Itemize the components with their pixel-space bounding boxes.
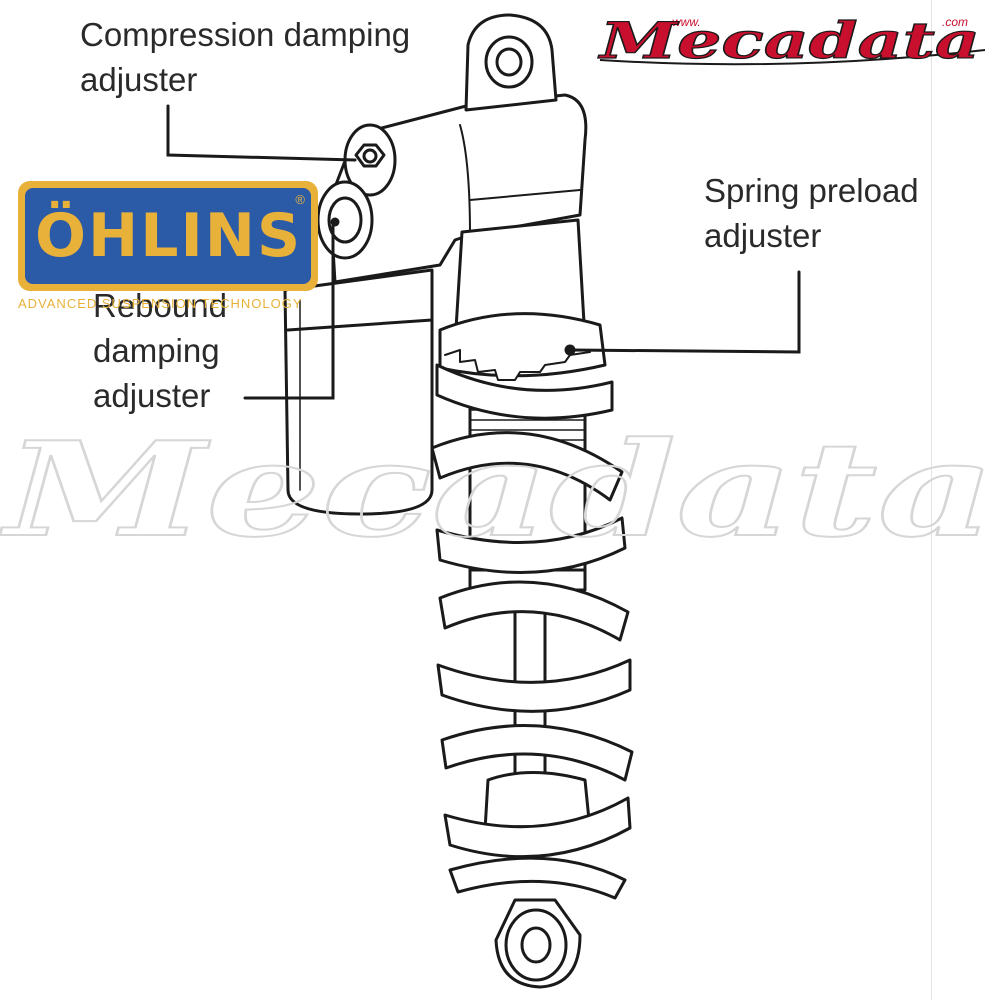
coil-spring <box>430 363 634 900</box>
registered-mark: ® <box>295 192 305 207</box>
rebound-adjuster-label: Rebound damping adjuster <box>93 283 227 418</box>
reservoir <box>283 268 434 516</box>
mecadata-suffix: .com <box>942 15 968 29</box>
spring-label-line-1: Spring preload <box>704 172 919 209</box>
bottom-eye <box>494 898 582 989</box>
mecadata-prefix: www. <box>672 15 701 29</box>
ohlins-wordmark: ÖHLINS <box>35 201 303 271</box>
spring-preload-label: Spring preload adjuster <box>704 168 919 258</box>
compression-adjuster-label: Compression damping adjuster <box>80 12 410 102</box>
compression-label-line-1: Compression damping <box>80 16 411 53</box>
mecadata-wordmark: Mecadata <box>597 11 980 70</box>
leader-spring-preload <box>570 270 801 354</box>
ohlins-logo: ÖHLINS ® ADVANCED SUSPENSION TECHNOLOGY <box>18 181 326 311</box>
ohlins-badge-inner: ÖHLINS ® <box>25 188 311 284</box>
spring-label-line-2: adjuster <box>704 217 822 254</box>
ohlins-tagline: ADVANCED SUSPENSION TECHNOLOGY <box>18 296 303 311</box>
damper-housing <box>328 93 588 284</box>
rebound-label-line-2: damping <box>93 332 220 369</box>
rebound-label-line-1: Rebound <box>93 287 227 324</box>
rebound-adjuster-knob <box>316 180 374 260</box>
preload-collar <box>438 312 607 381</box>
rebound-label-line-3: adjuster <box>93 377 211 414</box>
leader-compression <box>166 104 357 162</box>
leader-rebound <box>243 223 335 400</box>
top-eye <box>464 13 558 112</box>
compression-label-line-2: adjuster <box>80 61 198 98</box>
edge-rule <box>931 0 932 1000</box>
mecadata-logo: www. Mecadata .com <box>597 10 986 70</box>
ohlins-badge: ÖHLINS ® <box>18 181 318 291</box>
compression-adjuster-knob <box>343 123 397 197</box>
